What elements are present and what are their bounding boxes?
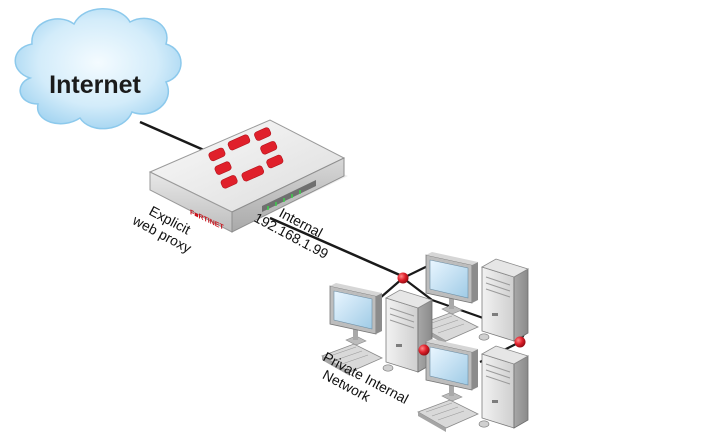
firewall-to-network-link (269, 216, 403, 278)
network-node (418, 344, 430, 356)
internet-label: Internet (49, 71, 141, 99)
network-node (514, 336, 526, 348)
workstation-top-right (417, 251, 529, 346)
fortinet-logo-icon (208, 127, 284, 189)
network-node (397, 272, 409, 284)
firewall-device: F■RTINET (148, 119, 348, 233)
internet-cloud: Internet (14, 8, 182, 130)
workstation-bottom-right (417, 338, 529, 433)
